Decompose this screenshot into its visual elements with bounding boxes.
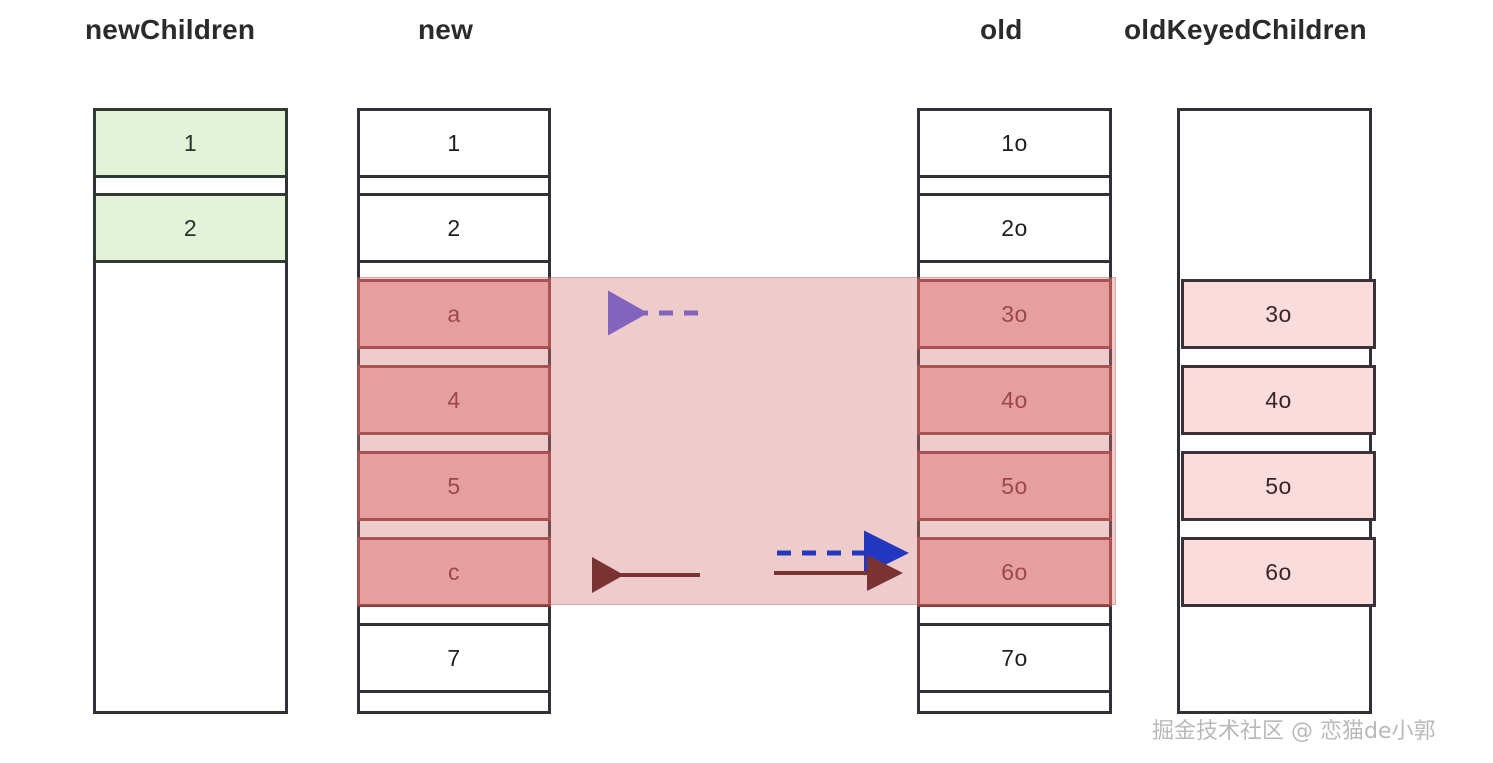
- list-item[interactable]: 5o: [917, 451, 1112, 521]
- list-item[interactable]: 7o: [917, 623, 1112, 693]
- column-header-newchildren: newChildren: [85, 14, 256, 45]
- list-item[interactable]: 3o: [1181, 279, 1376, 349]
- list-item[interactable]: 1o: [917, 108, 1112, 178]
- list-item[interactable]: 7: [357, 623, 551, 693]
- list-item[interactable]: 4: [357, 365, 551, 435]
- list-item[interactable]: 4o: [1181, 365, 1376, 435]
- list-item[interactable]: 3o: [917, 279, 1112, 349]
- list-item[interactable]: a: [357, 279, 551, 349]
- list-item[interactable]: c: [357, 537, 551, 607]
- watermark: 掘金技术社区 @ 恋猫de小郭: [1152, 719, 1436, 744]
- list-item[interactable]: 1: [93, 108, 288, 178]
- list-item[interactable]: 2o: [917, 193, 1112, 263]
- list-item[interactable]: 5: [357, 451, 551, 521]
- list-item[interactable]: 6o: [917, 537, 1112, 607]
- list-item[interactable]: 5o: [1181, 451, 1376, 521]
- list-item[interactable]: 2: [357, 193, 551, 263]
- column-header-old: old: [980, 14, 1023, 45]
- column-header-new: new: [418, 14, 474, 45]
- list-item[interactable]: 2: [93, 193, 288, 263]
- list-item[interactable]: 6o: [1181, 537, 1376, 607]
- column-header-oldkeyedchildren: oldKeyedChildren: [1124, 14, 1367, 45]
- list-item[interactable]: 4o: [917, 365, 1112, 435]
- list-item[interactable]: 1: [357, 108, 551, 178]
